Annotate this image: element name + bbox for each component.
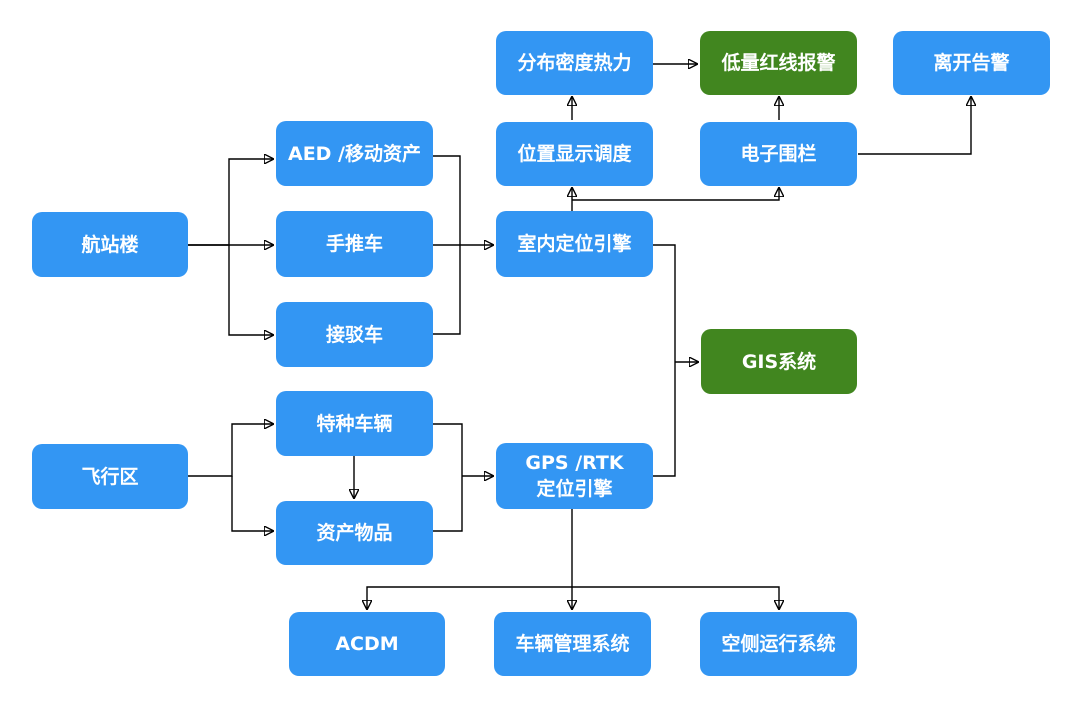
edge-shuttle-indoor (433, 245, 461, 335)
edge-terminal-aed (188, 159, 273, 246)
node-airside: 飞行区 (32, 444, 188, 509)
edge-special-gps (433, 423, 463, 476)
edge-indoor-gis (653, 244, 676, 362)
node-aed-mobile-assets: AED /移动资产 (276, 121, 433, 186)
node-trolley: 手推车 (276, 211, 433, 277)
node-indoor-engine: 室内定位引擎 (496, 211, 653, 277)
edge-assets-gps (433, 476, 463, 532)
node-position-display: 位置显示调度 (496, 122, 653, 186)
node-geofence: 电子围栏 (700, 122, 857, 186)
edge-gps-airsideops (572, 586, 779, 609)
edge-gps-gis (653, 362, 676, 477)
node-acdm: ACDM (289, 612, 445, 676)
node-airside-ops: 空侧运行系统 (700, 612, 857, 676)
node-terminal: 航站楼 (32, 212, 188, 277)
edge-indoor-geofence (572, 188, 779, 201)
edge-airside-special (188, 424, 273, 477)
edge-airside-assets (231, 476, 273, 531)
node-heatmap: 分布密度热力 (496, 31, 653, 95)
edge-aed-indoor (433, 155, 461, 245)
node-special-vehicle: 特种车辆 (276, 391, 433, 456)
node-gps-engine: GPS /RTK 定位引擎 (496, 443, 653, 509)
node-shuttle: 接驳车 (276, 302, 433, 367)
node-leave-alert: 离开告警 (893, 31, 1050, 95)
node-gis: GIS系统 (701, 329, 857, 394)
node-assets: 资产物品 (276, 501, 433, 565)
edge-geofence-leave (858, 97, 971, 155)
node-low-alert: 低量红线报警 (700, 31, 857, 95)
edge-gps-acdm (367, 586, 572, 609)
edge-terminal-shuttle (228, 245, 273, 335)
node-vehicle-mgmt: 车辆管理系统 (494, 612, 651, 676)
